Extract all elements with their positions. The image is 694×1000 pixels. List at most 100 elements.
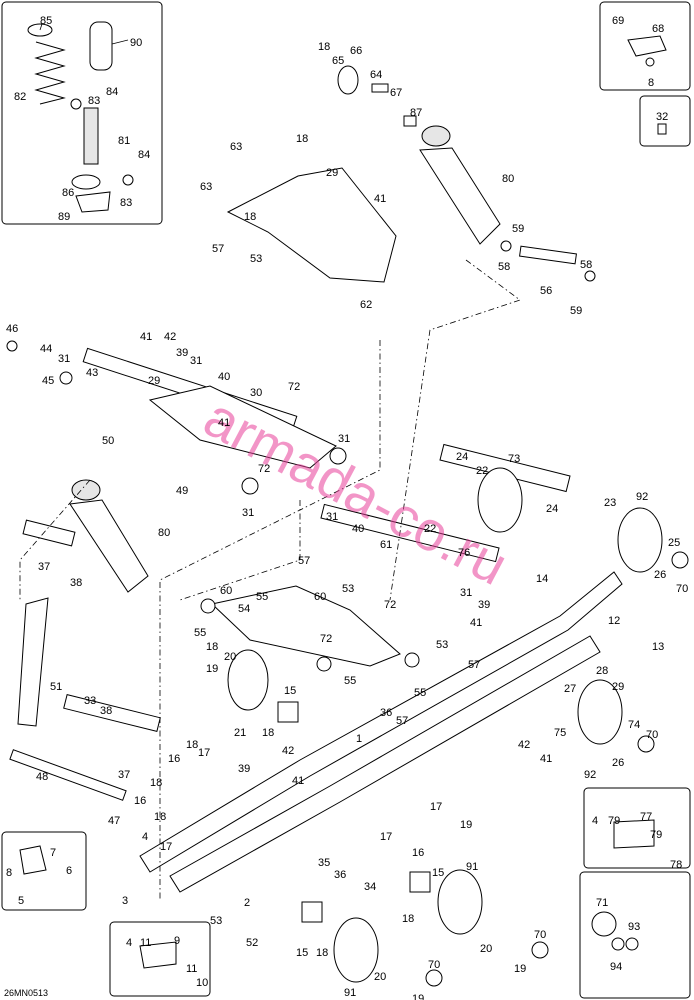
axle-wheels [227, 443, 689, 753]
callout-c57d: 57 [396, 715, 408, 727]
clamp-icon [627, 35, 667, 57]
bushing-icon [70, 98, 82, 110]
callout-c18e: 18 [262, 727, 274, 739]
callout-c55c: 55 [344, 675, 356, 687]
callout-c36b: 36 [334, 869, 346, 881]
callout-c65: 65 [332, 55, 344, 67]
assembly-line-2 [179, 500, 301, 601]
leader-line-1 [39, 23, 43, 31]
callout-c66: 66 [350, 45, 362, 57]
callout-c55a: 55 [256, 591, 268, 603]
callout-c56: 56 [540, 285, 552, 297]
callout-c40a: 40 [218, 371, 230, 383]
wheel-21-icon [227, 649, 269, 711]
lower-wheels [277, 701, 549, 987]
callout-c49: 49 [176, 485, 188, 497]
spring-sleeve-icon [89, 21, 113, 71]
callout-c60b: 60 [314, 591, 326, 603]
callout-c29a: 29 [326, 167, 338, 179]
callout-c46: 46 [6, 323, 18, 335]
callout-c16b: 16 [134, 795, 146, 807]
washer-59b-icon [584, 270, 596, 282]
callout-c32: 32 [656, 111, 668, 123]
callout-c77: 77 [640, 811, 652, 823]
callout-c53c: 53 [436, 639, 448, 651]
callout-c55d: 55 [414, 687, 426, 699]
spacer-disc-icon [337, 65, 359, 95]
wheel-92b-icon [577, 679, 623, 745]
callout-c84b: 84 [138, 149, 150, 161]
callout-c57c: 57 [468, 659, 480, 671]
callout-c20a: 20 [224, 651, 236, 663]
callout-c36a: 36 [380, 707, 392, 719]
lower-bracket-9-icon [139, 941, 177, 969]
callout-c30: 30 [250, 387, 262, 399]
callout-c87: 87 [410, 107, 422, 119]
callout-c25: 25 [668, 537, 680, 549]
callout-c39c: 39 [238, 763, 250, 775]
main-rail [9, 571, 623, 893]
callout-c26b: 26 [612, 757, 624, 769]
callout-c16c: 16 [412, 847, 424, 859]
callout-c2: 2 [244, 897, 250, 909]
wheel-91b-icon [333, 917, 379, 983]
spring-coil-icon [34, 41, 66, 105]
callout-c55b: 55 [194, 627, 206, 639]
lower-arm [63, 503, 500, 733]
rear-plate-48-icon [9, 749, 127, 801]
callout-c85: 85 [40, 15, 52, 27]
inset-box-fitting [639, 95, 691, 147]
callout-c64: 64 [370, 69, 382, 81]
callout-c29c: 29 [612, 681, 624, 693]
callout-c15a: 15 [284, 685, 296, 697]
callout-c54: 54 [238, 603, 250, 615]
bracket-15-icon [409, 871, 431, 893]
callout-c28: 28 [596, 665, 608, 677]
callout-c44: 44 [40, 343, 52, 355]
inset-box-clamp [599, 1, 691, 91]
callout-c27: 27 [564, 683, 576, 695]
callout-c41f: 41 [292, 775, 304, 787]
ring-94-icon [611, 937, 625, 951]
callout-c26a: 26 [654, 569, 666, 581]
callout-c72b: 72 [258, 463, 270, 475]
front-shaft-37-icon [22, 519, 76, 547]
callout-c17c: 17 [430, 801, 442, 813]
callout-c63b: 63 [200, 181, 212, 193]
callout-c59b: 59 [570, 305, 582, 317]
callout-c38a: 38 [70, 577, 82, 589]
callout-c72a: 72 [288, 381, 300, 393]
callout-c58b: 58 [580, 259, 592, 271]
callout-c13: 13 [652, 641, 664, 653]
callout-c57a: 57 [212, 243, 224, 255]
callout-c6: 6 [66, 865, 72, 877]
callout-c92a: 92 [636, 491, 648, 503]
callout-c41d: 41 [470, 617, 482, 629]
assembly-line-1 [159, 340, 381, 900]
bracket-15c-icon [277, 701, 299, 723]
callout-c18g: 18 [150, 777, 162, 789]
inset-box-front-bracket [1, 831, 87, 911]
upper-rear-arm [226, 65, 417, 283]
callout-c92b: 92 [584, 769, 596, 781]
wheel-73-icon [477, 467, 523, 533]
bearing-71-icon [591, 911, 617, 937]
inset-box-shock-spring [1, 1, 163, 225]
callout-c18h: 18 [154, 811, 166, 823]
callout-c38b: 38 [100, 705, 112, 717]
callout-c45: 45 [42, 375, 54, 387]
callout-c70a: 70 [676, 583, 688, 595]
callout-c20c: 20 [374, 971, 386, 983]
wheel-92-icon [617, 507, 663, 573]
callout-c35: 35 [318, 857, 330, 869]
bushing-55-icon [200, 598, 216, 614]
callout-c40b: 40 [352, 523, 364, 535]
shock-bellows-icon [419, 147, 501, 245]
callout-c37a: 37 [38, 561, 50, 573]
callout-c31c: 31 [338, 433, 350, 445]
callout-c18c: 18 [244, 211, 256, 223]
callout-c12: 12 [608, 615, 620, 627]
callout-c58a: 58 [498, 261, 510, 273]
